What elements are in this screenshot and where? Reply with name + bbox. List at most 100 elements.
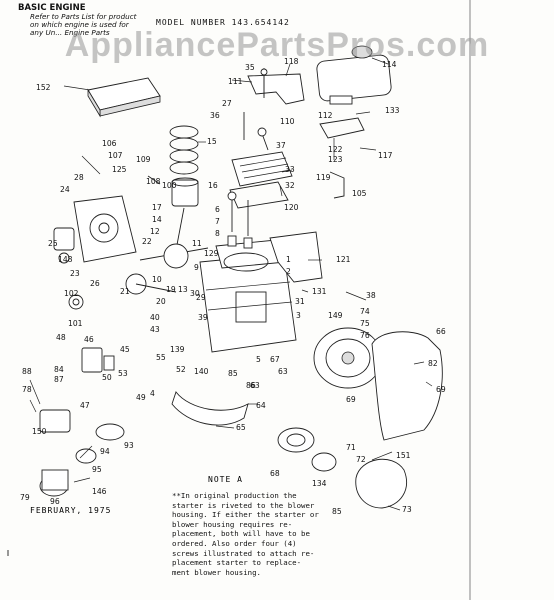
part-number[interactable]: 148 [58, 255, 73, 264]
part-number[interactable]: 64 [256, 401, 266, 410]
governor-bracket[interactable] [319, 117, 365, 160]
camshaft[interactable] [125, 273, 177, 295]
base-plate[interactable] [171, 391, 249, 426]
part-number[interactable]: 35 [245, 63, 255, 72]
part-number[interactable]: 117 [378, 151, 393, 160]
part-number[interactable]: 65 [236, 423, 246, 432]
part-number[interactable]: 69 [346, 395, 356, 404]
part-number[interactable]: 146 [92, 487, 107, 496]
part-number[interactable]: 88 [22, 367, 32, 376]
part-number[interactable]: 108 [146, 177, 161, 186]
part-number[interactable]: 39 [198, 313, 208, 322]
cylinder-head[interactable] [231, 151, 293, 187]
part-number[interactable]: 133 [385, 106, 400, 115]
part-number[interactable]: 118 [284, 57, 299, 66]
blower-housing[interactable] [371, 331, 443, 441]
part-number[interactable]: 26 [90, 279, 100, 288]
part-number[interactable]: 14 [152, 215, 162, 224]
part-number[interactable]: 66 [436, 327, 446, 336]
part-number[interactable]: 21 [120, 287, 130, 296]
part-number[interactable]: 72 [356, 455, 366, 464]
part-number[interactable]: 107 [108, 151, 123, 160]
breaker-assembly[interactable] [81, 347, 115, 373]
part-number[interactable]: 1 [286, 255, 291, 264]
part-number[interactable]: 45 [120, 345, 130, 354]
part-number[interactable]: 151 [396, 451, 411, 460]
part-number[interactable]: 22 [142, 237, 152, 246]
part-number[interactable]: 24 [60, 185, 70, 194]
part-number[interactable]: 95 [92, 465, 102, 474]
part-number[interactable]: 74 [360, 307, 370, 316]
part-number[interactable]: 87 [54, 375, 64, 384]
part-number[interactable]: 4 [150, 389, 155, 398]
part-number[interactable]: 150 [32, 427, 47, 436]
part-number[interactable]: 31 [295, 297, 305, 306]
part-number[interactable]: 52 [176, 365, 186, 374]
part-number[interactable]: 23 [70, 269, 80, 278]
part-number[interactable]: 7 [215, 217, 220, 226]
part-number[interactable]: 121 [336, 255, 351, 264]
part-number[interactable]: 30 [190, 289, 200, 298]
part-number[interactable]: 25 [48, 239, 58, 248]
piston-rings[interactable] [169, 125, 199, 175]
head-bolt[interactable] [260, 68, 268, 98]
part-number[interactable]: 46 [84, 335, 94, 344]
part-number[interactable]: 110 [280, 117, 295, 126]
crankshaft[interactable] [139, 243, 209, 269]
part-number[interactable]: 94 [100, 447, 110, 456]
part-number[interactable]: 33 [285, 165, 295, 174]
head-gasket[interactable] [229, 181, 289, 209]
condenser-cap[interactable] [75, 448, 97, 464]
governor-gear[interactable] [68, 294, 84, 310]
part-number[interactable]: 55 [156, 353, 166, 362]
part-number[interactable]: 125 [112, 165, 127, 174]
part-number[interactable]: 9 [194, 263, 199, 272]
starter-pulley[interactable] [277, 427, 315, 453]
flywheel[interactable] [313, 327, 383, 389]
part-number[interactable]: 109 [136, 155, 151, 164]
carburetor[interactable] [53, 227, 75, 264]
part-number[interactable]: 73 [402, 505, 412, 514]
part-number[interactable]: 29 [196, 293, 206, 302]
part-number[interactable]: 131 [312, 287, 327, 296]
part-number[interactable]: 20 [156, 297, 166, 306]
part-number[interactable]: 106 [102, 139, 117, 148]
part-number[interactable]: 49 [136, 393, 146, 402]
part-number[interactable]: 38 [366, 291, 376, 300]
part-number[interactable]: 114 [382, 60, 397, 69]
part-number[interactable]: 3 [296, 311, 301, 320]
part-number[interactable]: 76 [360, 331, 370, 340]
part-number[interactable]: 16 [208, 181, 218, 190]
ignition-coil[interactable] [29, 399, 71, 433]
muffler[interactable] [316, 45, 392, 105]
part-number[interactable]: 129 [204, 249, 219, 258]
muffler-can[interactable] [39, 469, 69, 497]
part-number[interactable]: 67 [270, 355, 280, 364]
part-number[interactable]: 139 [170, 345, 185, 354]
part-number[interactable]: 152 [36, 83, 51, 92]
part-number[interactable]: 78 [22, 385, 32, 394]
part-number[interactable]: 120 [284, 203, 299, 212]
part-number[interactable]: 134 [312, 479, 327, 488]
part-number[interactable]: 101 [68, 319, 83, 328]
dust-cover[interactable] [95, 423, 125, 441]
part-number[interactable]: 53 [118, 369, 128, 378]
part-number[interactable]: 19 [166, 285, 176, 294]
part-number[interactable]: 15 [207, 137, 217, 146]
piston[interactable] [171, 177, 199, 207]
part-number[interactable]: 82 [428, 359, 438, 368]
part-number[interactable]: 122 [328, 145, 343, 154]
part-number[interactable]: 105 [352, 189, 367, 198]
part-number[interactable]: 75 [360, 319, 370, 328]
valve-assembly[interactable] [227, 191, 253, 249]
part-number[interactable]: 111 [228, 77, 243, 86]
part-number[interactable]: 100 [162, 181, 177, 190]
part-number[interactable]: 112 [318, 111, 333, 120]
part-number[interactable]: 12 [150, 227, 160, 236]
part-number[interactable]: 47 [80, 401, 90, 410]
breather-tube[interactable] [329, 171, 345, 199]
part-number[interactable]: 32 [285, 181, 295, 190]
part-number[interactable]: 71 [346, 443, 356, 452]
part-number[interactable]: 84 [54, 365, 64, 374]
part-number[interactable]: 96 [50, 497, 60, 506]
